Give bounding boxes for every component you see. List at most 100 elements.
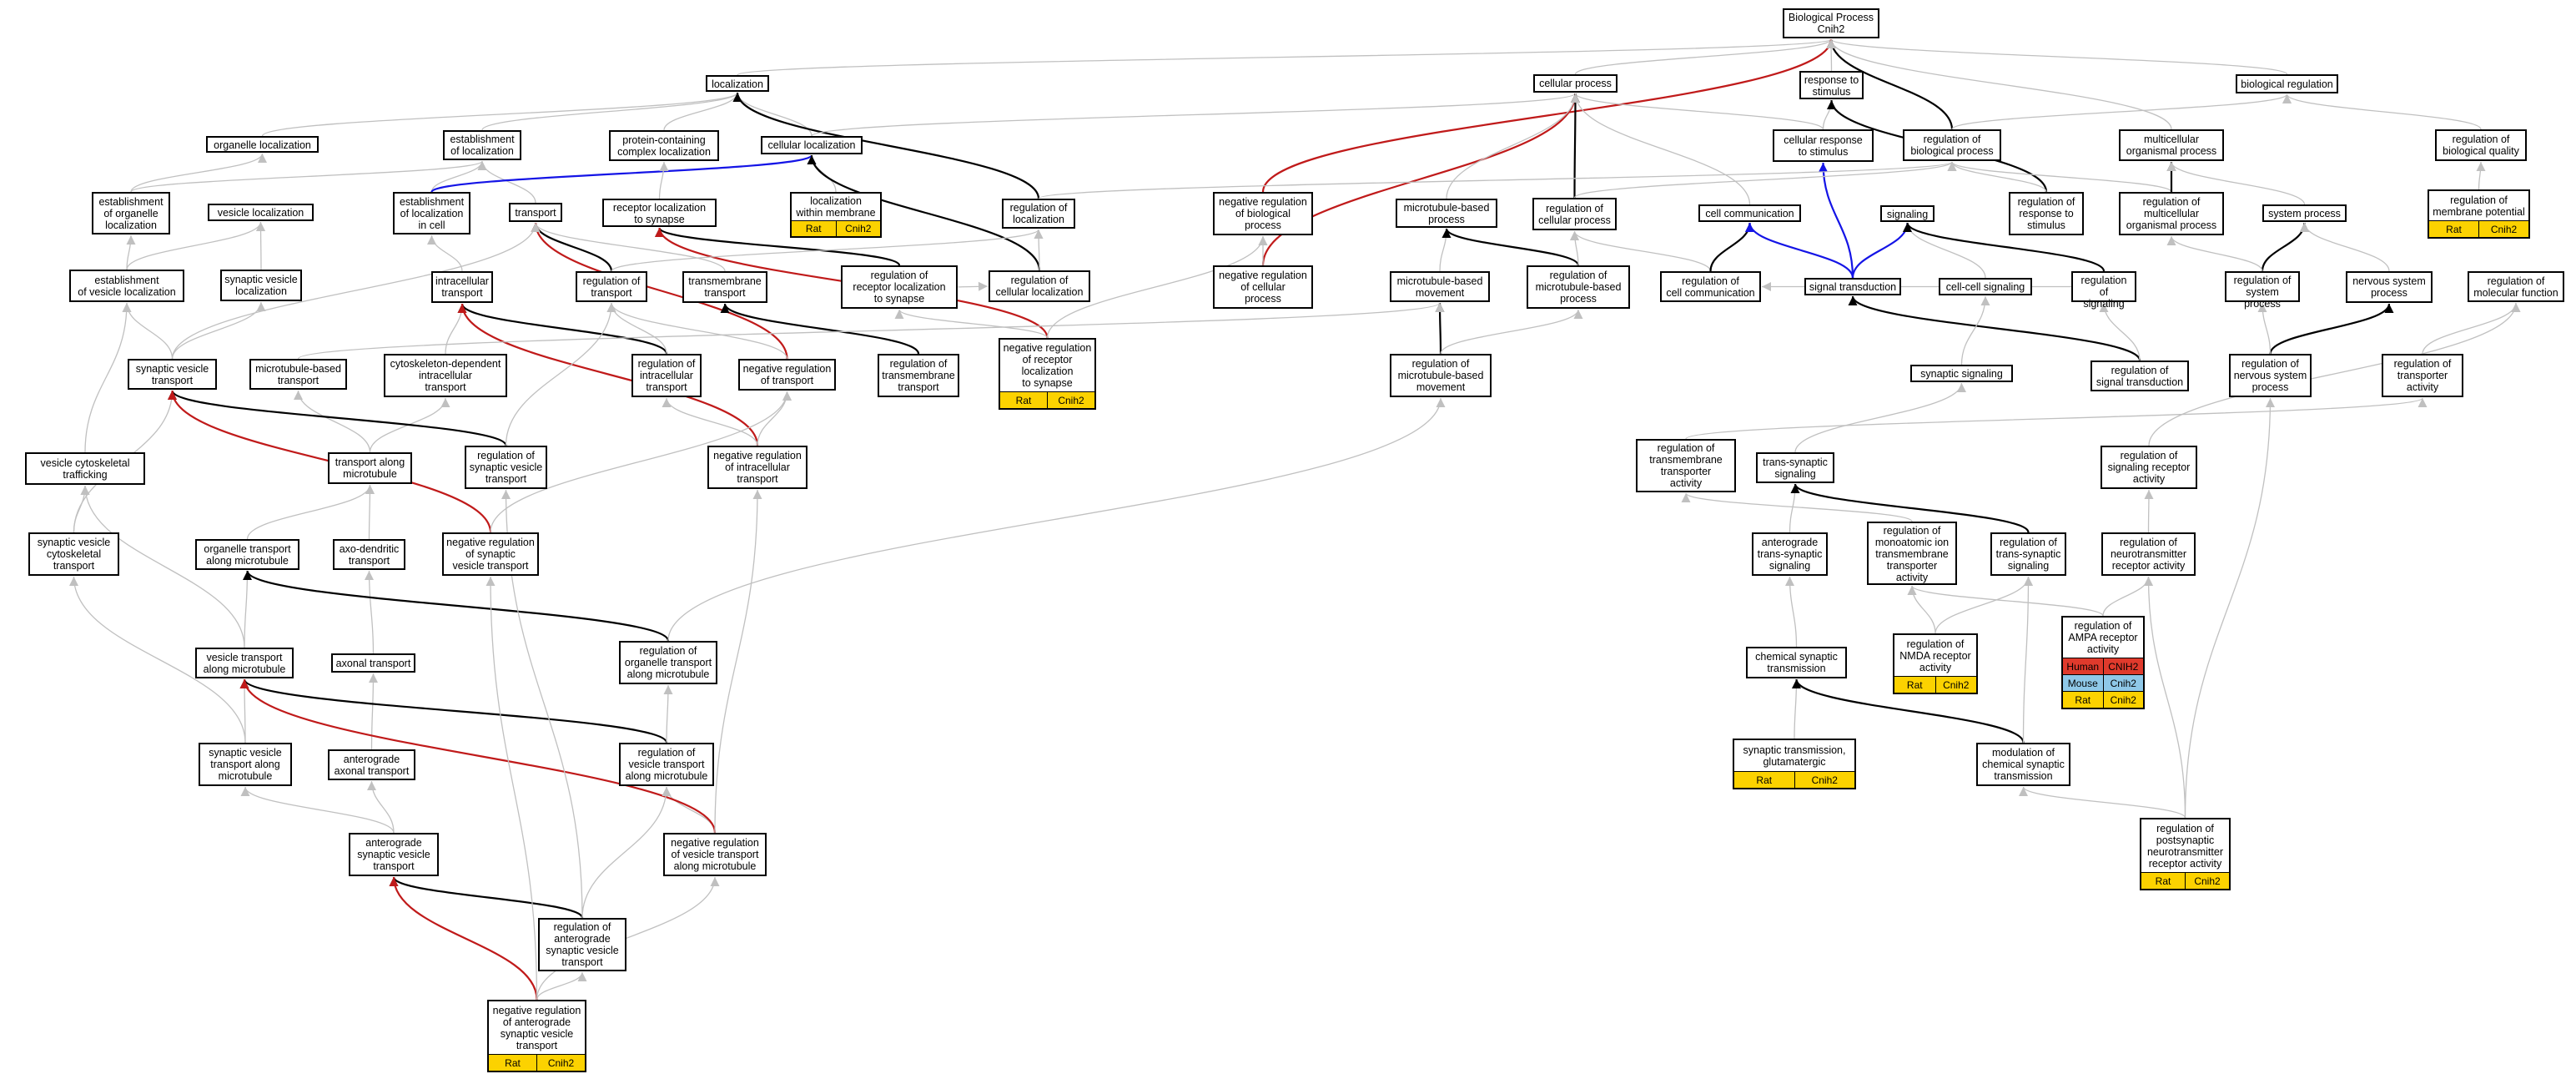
go-term-regbq[interactable]: regulation of biological quality — [2435, 129, 2527, 161]
go-term-negregsynves[interactable]: negative regulation of synaptic vesicle … — [442, 532, 539, 576]
go-term-regrecloc[interactable]: regulation of receptor localization to s… — [841, 265, 958, 309]
go-term-recloc[interactable]: receptor localization to synapse — [602, 199, 717, 227]
go-term-negregantesynves[interactable]: negative regulation of anterograde synap… — [487, 1000, 586, 1072]
go-term-regtrans[interactable]: regulation of transport — [576, 271, 647, 302]
go-term-orgtransmt[interactable]: organelle transport along microtubule — [195, 539, 299, 570]
go-term-mttrans[interactable]: microtubule-based transport — [249, 359, 347, 390]
go-term-sigtrans[interactable]: signal transduction — [1804, 278, 1901, 295]
go-term-negregrecloc[interactable]: negative regulation of receptor localiza… — [999, 338, 1096, 410]
go-term-nsproc[interactable]: nervous system process — [2346, 271, 2433, 303]
go-term-chemsyn[interactable]: chemical synaptic transmission — [1746, 647, 1847, 678]
go-term-protcomp[interactable]: protein-containing complex localization — [609, 130, 719, 161]
go-term-synvestrans[interactable]: synaptic vesicle transport — [128, 359, 217, 390]
go-term-intra[interactable]: intracellular transport — [431, 271, 493, 303]
go-term-antesynves[interactable]: anterograde synaptic vesicle transport — [349, 833, 439, 876]
go-term-vestransmt[interactable]: vesicle transport along microtubule — [195, 648, 294, 678]
go-term-regvestransmt[interactable]: regulation of vesicle transport along mi… — [619, 743, 714, 786]
go-term-transport[interactable]: transport — [509, 203, 562, 222]
gene-symbol: Cnih2 — [1047, 392, 1094, 408]
go-term-regmtproc[interactable]: regulation of microtubule-based process — [1527, 265, 1630, 309]
go-term-regneurorec[interactable]: regulation of neurotransmitter receptor … — [2101, 532, 2196, 576]
go-term-bp[interactable]: Biological Process Cnih2 — [1783, 8, 1879, 38]
go-term-axonal[interactable]: axonal transport — [331, 653, 415, 673]
go-term-vescyto[interactable]: vesicle cytoskeletal trafficking — [25, 452, 145, 485]
go-term-loc[interactable]: localization — [706, 75, 769, 92]
go-term-regresp[interactable]: regulation of response to stimulus — [2009, 192, 2084, 235]
go-term-regorgtransmt[interactable]: regulation of organelle transport along … — [619, 641, 717, 684]
go-term-label: transmembrane transport — [688, 275, 762, 299]
go-term-cellloc[interactable]: cellular localization — [761, 136, 863, 154]
edge-is_a — [1951, 161, 2172, 193]
go-term-regintra[interactable]: regulation of intracellular transport — [631, 354, 702, 397]
go-term-synvesmt[interactable]: synaptic vesicle transport along microtu… — [199, 743, 292, 786]
edge-is_a — [490, 576, 538, 1001]
go-term-regmtmove[interactable]: regulation of microtubule-based movement — [1390, 354, 1492, 397]
edge-is_a — [130, 153, 264, 193]
go-term-regsynvestrans[interactable]: regulation of synaptic vesicle transport — [465, 446, 547, 489]
arrowhead — [1957, 383, 1966, 392]
go-term-label: protein-containing complex localization — [617, 134, 711, 158]
go-term-regmonoion[interactable]: regulation of monoatomic ion transmembra… — [1867, 522, 1957, 585]
go-term-axodend[interactable]: axo-dendritic transport — [333, 539, 405, 570]
go-term-cellcomm[interactable]: cell communication — [1698, 204, 1801, 222]
go-term-biolreg[interactable]: biological regulation — [2236, 74, 2338, 93]
go-term-multi[interactable]: multicellular organismal process — [2119, 129, 2224, 161]
go-term-cellresp[interactable]: cellular response to stimulus — [1773, 129, 1874, 162]
go-term-estloc[interactable]: establishment of localization — [443, 130, 521, 160]
go-term-synvesloc[interactable]: synaptic vesicle localization — [220, 270, 302, 301]
go-term-negregvesmt[interactable]: negative regulation of vesicle transport… — [663, 833, 767, 876]
go-term-regbp[interactable]: regulation of biological process — [1903, 129, 2001, 161]
go-term-anteaxonal[interactable]: anterograde axonal transport — [328, 749, 415, 780]
go-term-signaling[interactable]: signaling — [1880, 205, 1935, 222]
go-term-alongmt[interactable]: transport along microtubule — [328, 452, 412, 484]
go-term-transsyn[interactable]: trans-synaptic signaling — [1756, 452, 1834, 483]
go-term-negregcp[interactable]: negative regulation of cellular process — [1213, 265, 1313, 309]
go-term-vesloc[interactable]: vesicle localization — [208, 204, 314, 221]
go-term-synvescyto[interactable]: synaptic vesicle cytoskeletal transport — [28, 532, 119, 576]
go-term-mtproc[interactable]: microtubule-based process — [1396, 199, 1497, 228]
go-term-regloc[interactable]: regulation of localization — [1002, 199, 1075, 229]
go-term-regmulti[interactable]: regulation of multicellular organismal p… — [2119, 192, 2224, 235]
go-term-synsig[interactable]: synaptic signaling — [1910, 365, 2013, 382]
go-term-regcellloc[interactable]: regulation of cellular localization — [989, 270, 1090, 302]
go-term-label: regulation of organelle transport along … — [624, 645, 712, 680]
go-term-regnsproc[interactable]: regulation of nervous system process — [2229, 354, 2312, 397]
go-term-estvesloc[interactable]: establishment of vesicle localization — [69, 270, 184, 302]
go-term-negregbp[interactable]: negative regulation of biological proces… — [1213, 192, 1313, 235]
go-term-regantesynves[interactable]: regulation of anterograde synaptic vesic… — [538, 918, 626, 971]
go-term-estorg[interactable]: establishment of organelle localization — [92, 192, 170, 234]
go-term-regtranssyn[interactable]: regulation of trans-synaptic signaling — [1990, 532, 2066, 576]
go-term-antetranssyn[interactable]: anterograde trans-synaptic signaling — [1752, 532, 1828, 576]
go-term-estincell[interactable]: establishment of localization in cell — [393, 192, 470, 234]
go-term-modchem[interactable]: modulation of chemical synaptic transmis… — [1976, 743, 2070, 786]
go-term-regsigtrans[interactable]: regulation of signal transduction — [2090, 361, 2189, 391]
go-term-regsig[interactable]: regulation of signaling — [2071, 271, 2136, 310]
go-term-cellcell[interactable]: cell-cell signaling — [1939, 278, 2032, 295]
go-term-orgloc[interactable]: organelle localization — [206, 136, 319, 153]
edge-is_a — [1951, 161, 2047, 193]
go-term-regpostsyn[interactable]: regulation of postsynaptic neurotransmit… — [2140, 818, 2231, 890]
go-term-regcp[interactable]: regulation of cellular process — [1532, 198, 1617, 230]
go-term-regsysproc[interactable]: regulation of system process — [2225, 271, 2300, 310]
go-term-regcellcomm[interactable]: regulation of cell communication — [1660, 271, 1761, 302]
go-term-regtmtrans[interactable]: regulation of transmembrane transport — [878, 354, 959, 397]
go-term-cellproc[interactable]: cellular process — [1533, 74, 1618, 93]
go-term-mtmove[interactable]: microtubule-based movement — [1390, 271, 1490, 302]
go-term-tmtrans[interactable]: transmembrane transport — [682, 271, 767, 303]
go-term-regtranspact[interactable]: regulation of transporter activity — [2382, 354, 2463, 397]
arrowhead — [365, 485, 375, 494]
go-term-resp[interactable]: response to stimulus — [1799, 71, 1864, 99]
go-term-regtmtransp[interactable]: regulation of transmembrane transporter … — [1636, 439, 1736, 492]
go-term-cytodep[interactable]: cytoskeleton-dependent intracellular tra… — [384, 354, 507, 397]
go-term-regsigrec[interactable]: regulation of signaling receptor activit… — [2101, 446, 2197, 489]
go-term-negregintra[interactable]: negative regulation of intracellular tra… — [707, 446, 808, 489]
go-term-negregtrans[interactable]: negative regulation of transport — [738, 359, 836, 391]
go-term-sysproc[interactable]: system process — [2262, 204, 2347, 222]
go-term-regmf[interactable]: regulation of molecular function — [2468, 271, 2564, 302]
